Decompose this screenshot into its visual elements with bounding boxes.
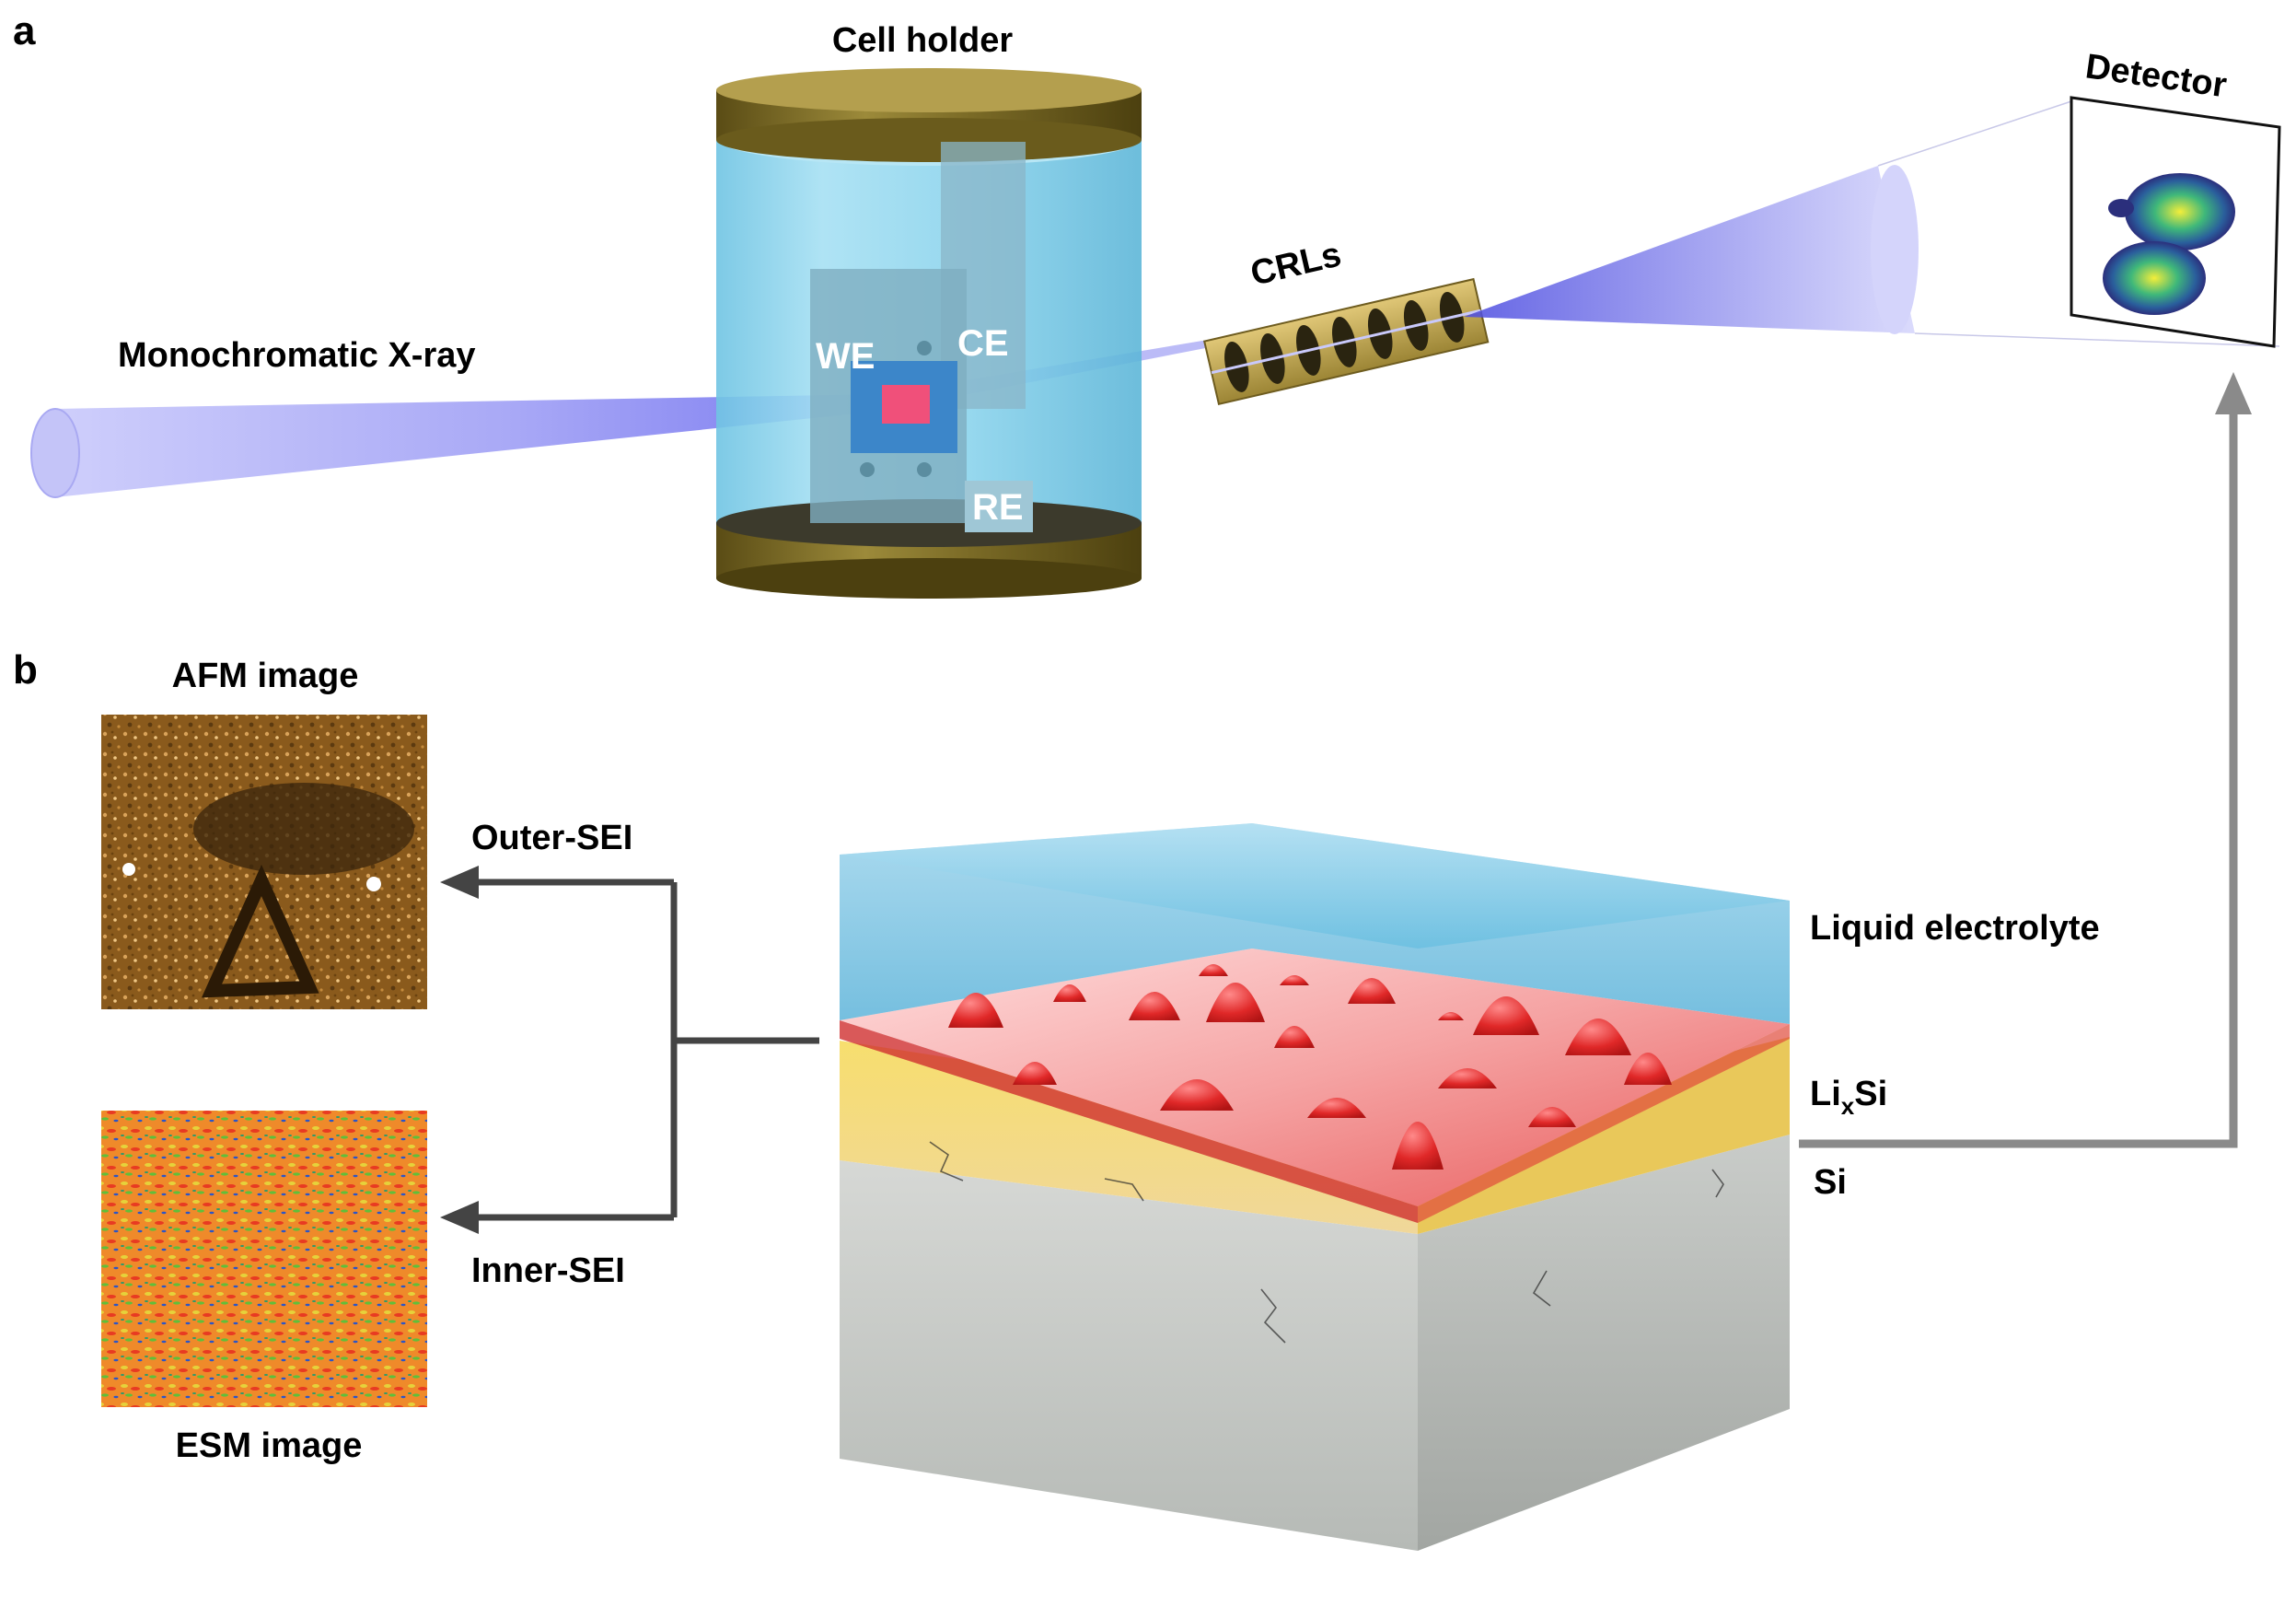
si-cracks <box>929 1141 1724 1344</box>
crls-label: CRLs <box>1247 236 1345 294</box>
inner-sei-arrowhead <box>440 1201 479 1234</box>
re-label: RE <box>972 487 1024 528</box>
we-active-spot <box>882 385 930 424</box>
ce-label: CE <box>957 323 1009 364</box>
lixsi-subscript: x <box>1841 1092 1855 1120</box>
beam-label: Monochromatic X-ray <box>118 336 476 375</box>
lixsi-label: LixSi <box>1810 1075 1887 1120</box>
diverging-beam-cone <box>1464 100 2280 347</box>
crl-lens-stack <box>1202 277 1490 406</box>
electrolyte-top <box>840 823 1790 949</box>
detector-feedback-arrow <box>1799 372 2252 1148</box>
outer-sei-label: Outer-SEI <box>471 819 632 857</box>
lixsi-front-face <box>840 1041 1418 1234</box>
liquid-electrolyte-label: Liquid electrolyte <box>1810 909 2100 948</box>
inner-sei-label: Inner-SEI <box>471 1251 625 1290</box>
panel-a-letter: a <box>13 8 36 53</box>
detector-label: Detector <box>2083 47 2230 105</box>
si-label: Si <box>1814 1163 1847 1202</box>
we-label: WE <box>816 336 875 377</box>
lixsi-main: Li <box>1810 1075 1841 1113</box>
si-right-face <box>1418 1135 1790 1551</box>
cell-holder-label: Cell holder <box>832 21 1014 60</box>
sei-connector <box>470 879 819 1221</box>
detector-screen <box>2070 96 2281 348</box>
sei-surface <box>840 949 1790 1206</box>
si-front-face <box>840 1160 1418 1551</box>
outer-sei-arrowhead <box>440 866 479 899</box>
re-block <box>965 481 1033 532</box>
lixsi-tail: Si <box>1854 1075 1887 1113</box>
lixsi-right-face <box>1418 1037 1790 1234</box>
sei-peaks <box>948 964 1672 1170</box>
afm-label: AFM image <box>172 657 359 695</box>
battery-layer-block <box>840 823 1790 1551</box>
panel-b-letter: b <box>13 647 38 693</box>
afm-image <box>101 715 427 1009</box>
cell-holder: WE CE RE <box>716 68 1142 599</box>
esm-image <box>101 1111 427 1407</box>
esm-label: ESM image <box>176 1426 363 1465</box>
